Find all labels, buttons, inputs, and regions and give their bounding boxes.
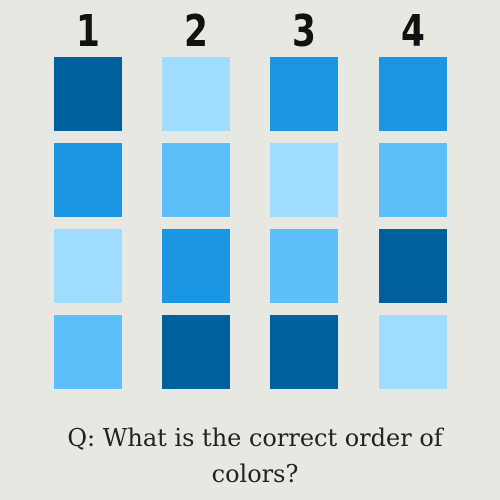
question-text: Q: What is the correct order of colors? <box>67 424 443 488</box>
swatch-col1-row2[interactable] <box>54 143 122 217</box>
column-number-2: 2 <box>184 6 208 57</box>
column-number-3: 3 <box>292 6 316 57</box>
swatch-col2-row1[interactable] <box>162 57 230 131</box>
column-number-1: 1 <box>76 6 100 57</box>
swatch-col3-row3[interactable] <box>270 229 338 303</box>
swatch-col1-row1[interactable] <box>54 57 122 131</box>
swatch-col2-row3[interactable] <box>162 229 230 303</box>
swatch-col4-row4[interactable] <box>379 315 447 389</box>
swatch-col3-row2[interactable] <box>270 143 338 217</box>
swatch-col2-row4[interactable] <box>162 315 230 389</box>
column-number-4: 4 <box>401 6 425 57</box>
swatch-col4-row2[interactable] <box>379 143 447 217</box>
swatch-col4-row3[interactable] <box>379 229 447 303</box>
swatch-col3-row4[interactable] <box>270 315 338 389</box>
swatch-col3-row1[interactable] <box>270 57 338 131</box>
swatch-col2-row2[interactable] <box>162 143 230 217</box>
swatch-col4-row1[interactable] <box>379 57 447 131</box>
swatch-col1-row4[interactable] <box>54 315 122 389</box>
swatch-col1-row3[interactable] <box>54 229 122 303</box>
